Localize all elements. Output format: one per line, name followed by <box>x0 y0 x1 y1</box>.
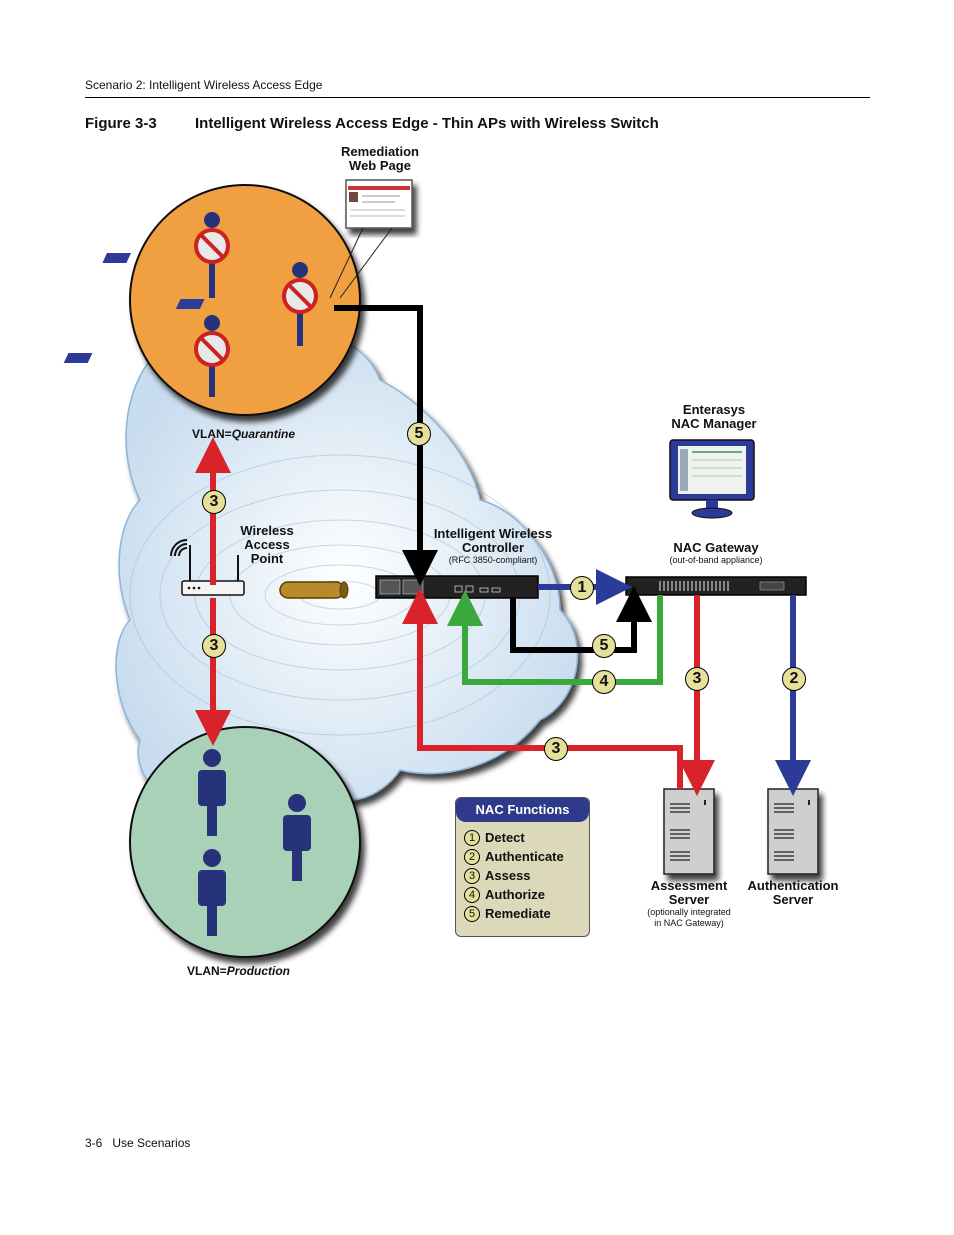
authentication-server <box>767 788 819 875</box>
authorize-arrow <box>447 590 663 685</box>
step-badge: 3 <box>544 737 568 761</box>
step-badge: 3 <box>202 490 226 514</box>
quarantined-user <box>63 315 230 397</box>
gateway-label: NAC Gateway (out-of-band appliance) <box>669 540 763 566</box>
quarantined-user <box>175 262 318 346</box>
controller-label: Intelligent Wireless Controller (RFC 385… <box>433 526 553 566</box>
production-zone <box>129 726 361 958</box>
vlan-production-label: VLAN=Production <box>187 964 291 978</box>
step-badge: 3 <box>202 634 226 658</box>
figure-number: Figure 3-3 <box>85 115 157 132</box>
page-footer: 3-6 Use Scenarios <box>85 1136 191 1150</box>
header-rule <box>85 97 870 98</box>
wap-label: Wireless Access Point <box>240 523 294 566</box>
quarantined-user <box>102 212 230 298</box>
running-header: Scenario 2: Intelligent Wireless Access … <box>85 78 323 92</box>
wireless-controller <box>375 575 539 599</box>
assessment-server-label: Assessment Server (optionally integrated… <box>647 878 731 929</box>
wireless-access-point <box>170 539 245 596</box>
production-user <box>283 794 311 881</box>
step-badge: 2 <box>782 667 806 691</box>
step-badge: 5 <box>592 634 616 658</box>
nac-manager-monitor <box>669 439 755 519</box>
remediation-web-page <box>329 179 413 299</box>
network-cloud <box>115 334 579 823</box>
step-badge: 1 <box>570 576 594 600</box>
nac-manager-label: Enterasys NAC Manager <box>671 402 757 431</box>
remediate-redirect-arrow <box>334 305 438 586</box>
nac-gateway <box>625 576 807 596</box>
remediate-arrow <box>510 586 652 653</box>
tunnel-pipe <box>279 581 349 599</box>
step-badge: 3 <box>685 667 709 691</box>
legend-title: NAC Functions <box>456 798 589 822</box>
production-user <box>198 749 226 836</box>
production-user <box>198 849 226 936</box>
assessment-server <box>663 788 715 875</box>
quarantine-zone <box>129 184 361 416</box>
figure-caption: Figure 3-3 Intelligent Wireless Access Ed… <box>85 115 659 132</box>
remediation-page-label: Remediation Web Page <box>340 144 419 173</box>
vlan-quarantine-label: VLAN=Quarantine <box>192 427 296 441</box>
step-badge: 5 <box>407 422 431 446</box>
step-badge: 4 <box>592 670 616 694</box>
figure-title: Intelligent Wireless Access Edge - Thin … <box>195 115 659 132</box>
authentication-server-label: Authentication Server <box>747 878 839 907</box>
